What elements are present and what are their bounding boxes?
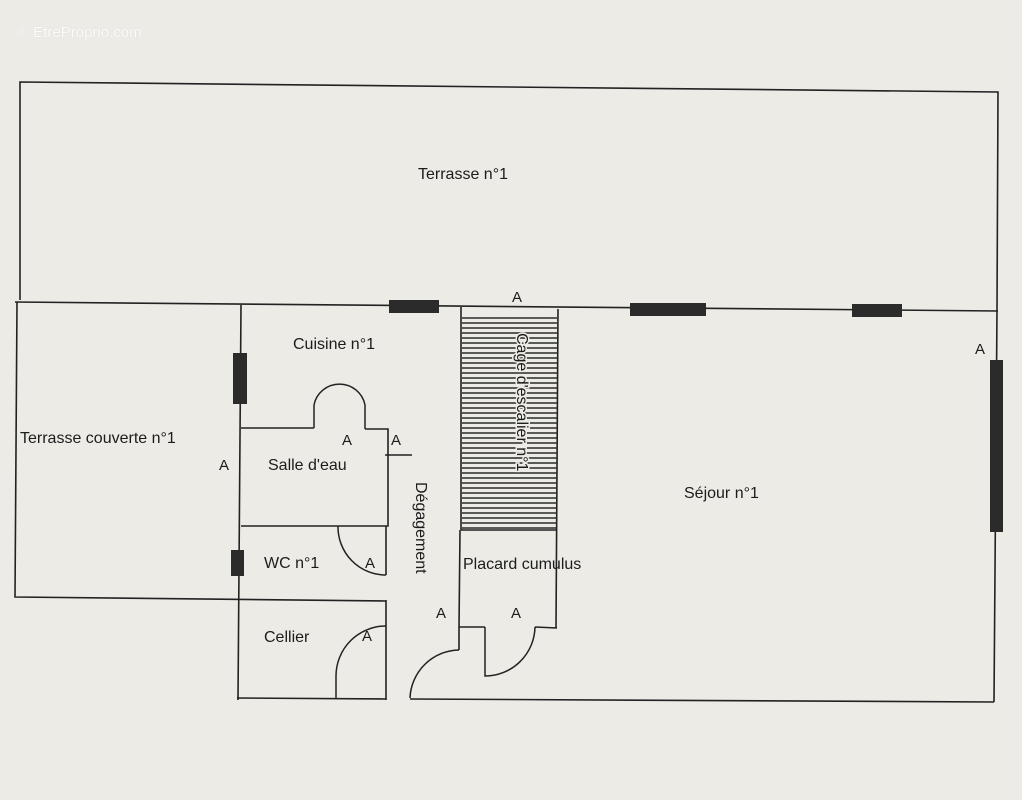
doors xyxy=(313,383,536,699)
door-wc xyxy=(337,525,387,576)
salle-eau-outline-right xyxy=(241,428,389,527)
marker-degagement-door: A xyxy=(436,605,446,622)
main-wall xyxy=(14,301,999,312)
door-cellier xyxy=(335,625,387,698)
window-wc-left xyxy=(231,550,244,576)
marker-cellier-door: A xyxy=(362,628,372,645)
marker-sejour-right: A xyxy=(975,341,985,358)
bottom-wall xyxy=(236,697,387,700)
window-terrace-1 xyxy=(389,300,439,313)
marker-terrasse-couverte: A xyxy=(219,457,229,474)
marker-wc-door: A xyxy=(365,555,375,572)
bottom-wall-right xyxy=(409,698,995,703)
label-salle-eau: Salle d'eau xyxy=(268,457,347,474)
label-terrasse-couverte: Terrasse couverte n°1 xyxy=(20,430,176,447)
label-wc: WC n°1 xyxy=(264,555,319,572)
label-cellier: Cellier xyxy=(264,629,310,646)
window-kitchen-left xyxy=(233,353,247,404)
placard-left-wall xyxy=(458,529,461,629)
placard-bottom-right xyxy=(534,626,558,629)
covered-terrace-outline xyxy=(14,301,387,602)
door-salle-eau xyxy=(313,383,366,429)
label-placard: Placard cumulus xyxy=(463,556,581,573)
walls xyxy=(14,81,999,703)
terrace-outline xyxy=(19,81,999,311)
stair-treads xyxy=(462,317,557,529)
label-sejour: Séjour n°1 xyxy=(684,485,759,502)
marker-stair-top: A xyxy=(512,289,522,306)
marker-salle-eau-right: A xyxy=(391,432,401,449)
door-placard xyxy=(484,626,536,677)
door-degagement xyxy=(409,649,460,699)
marker-salle-eau-door: A xyxy=(342,432,352,449)
window-sejour-right xyxy=(990,360,1003,532)
label-cage-escalier: Cage d'escalier n°1 xyxy=(513,333,530,472)
window-terrace-3 xyxy=(852,304,902,317)
label-terrasse: Terrasse n°1 xyxy=(418,166,508,183)
marker-placard-door: A xyxy=(511,605,521,622)
windows xyxy=(231,300,1003,576)
watermark: © EtreProprio.com xyxy=(18,24,142,41)
window-terrace-2 xyxy=(630,303,706,316)
label-degagement: Dégagement xyxy=(412,482,429,574)
label-cuisine: Cuisine n°1 xyxy=(293,336,375,353)
